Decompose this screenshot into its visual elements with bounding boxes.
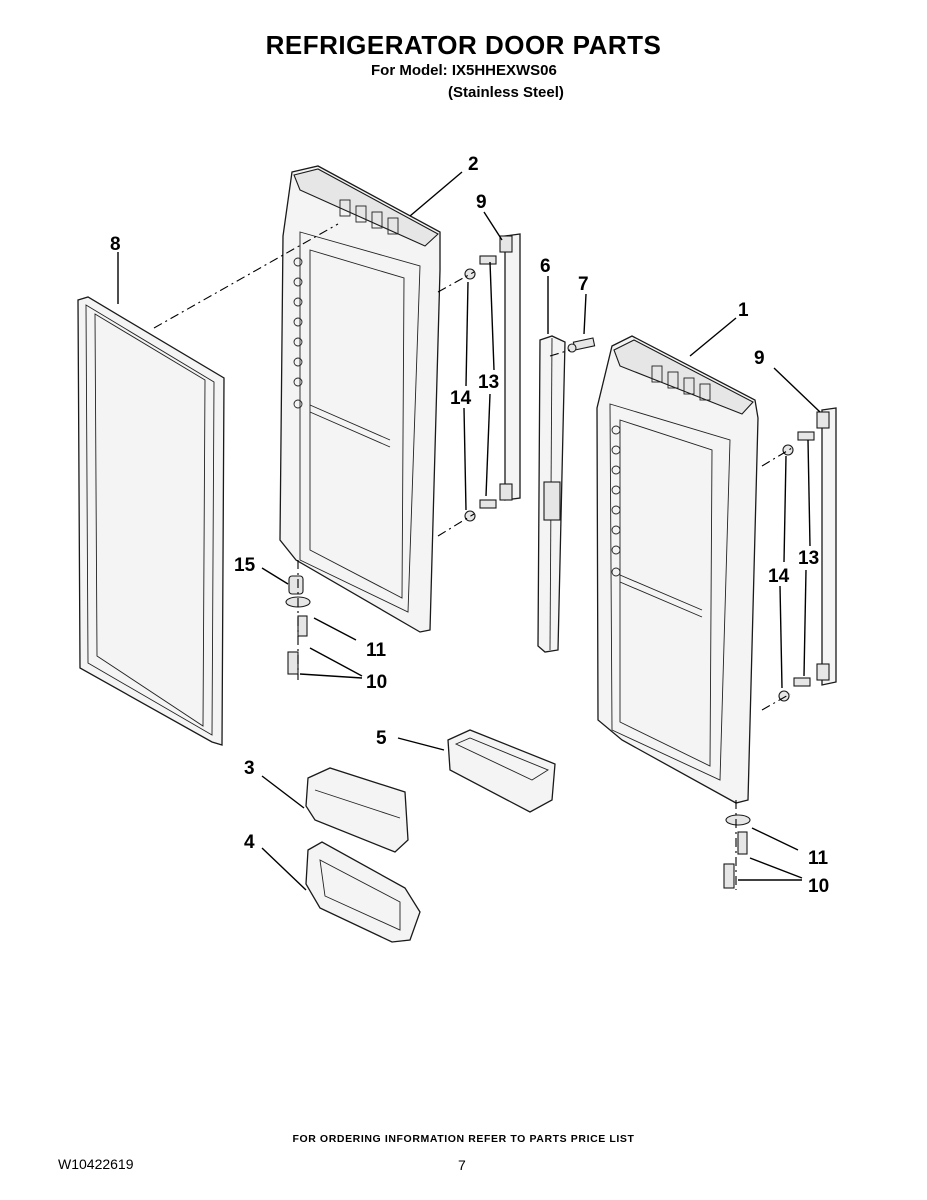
finish-line: (Stainless Steel): [448, 84, 564, 101]
mullion-part: [537, 335, 566, 653]
handle-studs-left: [464, 255, 497, 522]
left-handle-mount-bracket-part: [499, 233, 521, 501]
page-title: REFRIGERATOR DOOR PARTS: [265, 30, 662, 60]
leader-line-1: [689, 317, 737, 357]
page-number: 7: [458, 1157, 466, 1173]
leader-line-13a-up: [489, 261, 495, 371]
leader-line-14a-down: [463, 407, 467, 511]
leader-line-11a: [313, 617, 357, 641]
callout-10-left: 10: [366, 672, 387, 693]
assembly-centerlines: [153, 223, 793, 890]
leader-line-14a-up: [465, 281, 469, 387]
callout-15: 15: [234, 555, 256, 576]
callout-8: 8: [110, 234, 121, 255]
callout-6: 6: [540, 256, 551, 277]
leader-line-11b: [751, 827, 799, 851]
callout-14-right: 14: [768, 566, 790, 587]
callout-4: 4: [244, 832, 255, 853]
model-line: For Model: IX5HHEXWS06: [371, 62, 557, 79]
leader-line-9a: [483, 211, 503, 241]
leader-line-3: [261, 775, 305, 809]
leader-line-7: [583, 293, 587, 335]
leader-line-13b-up: [807, 439, 811, 547]
leader-line-4: [261, 847, 307, 891]
callout-11-right: 11: [808, 848, 829, 869]
right-hinge-hardware: [723, 814, 751, 889]
leader-line-15: [261, 567, 289, 585]
callout-1: 1: [738, 300, 749, 321]
callout-10-right: 10: [808, 876, 829, 897]
leader-line-5: [397, 737, 445, 751]
callout-9-left: 9: [476, 192, 487, 213]
callout-9-right: 9: [754, 348, 765, 369]
callout-14-left: 14: [450, 388, 472, 409]
right-handle-mount-bracket-part: [816, 407, 837, 686]
right-door-liner-part: [596, 335, 759, 804]
leader-line-13a-down: [485, 393, 491, 497]
mullion-screw-part: [567, 337, 596, 353]
bin-cover-part: [305, 767, 409, 853]
leader-line-14b-up: [783, 455, 787, 563]
callout-5: 5: [376, 728, 387, 749]
door-gasket-part: [77, 296, 225, 746]
door-bin-part: [447, 729, 556, 813]
document-number: W10422619: [58, 1156, 134, 1172]
leader-line-10b-1: [749, 857, 803, 879]
callout-11-left: 11: [366, 640, 387, 661]
leader-lines: [117, 171, 821, 891]
callout-2: 2: [468, 154, 479, 175]
leader-line-9b: [773, 367, 821, 413]
leader-line-13b-down: [803, 569, 807, 677]
leader-line-10a-2: [299, 673, 363, 679]
callout-13-right: 13: [798, 548, 819, 569]
leader-line-10a-1: [309, 647, 363, 677]
leader-line-2: [409, 171, 463, 217]
ordering-note: FOR ORDERING INFORMATION REFER TO PARTS …: [292, 1133, 635, 1145]
callout-7: 7: [578, 274, 589, 295]
bin-base-part: [305, 841, 421, 943]
leader-line-14b-down: [779, 585, 783, 689]
callout-13-left: 13: [478, 372, 499, 393]
callout-3: 3: [244, 758, 255, 779]
left-door-liner-part: [279, 165, 441, 633]
